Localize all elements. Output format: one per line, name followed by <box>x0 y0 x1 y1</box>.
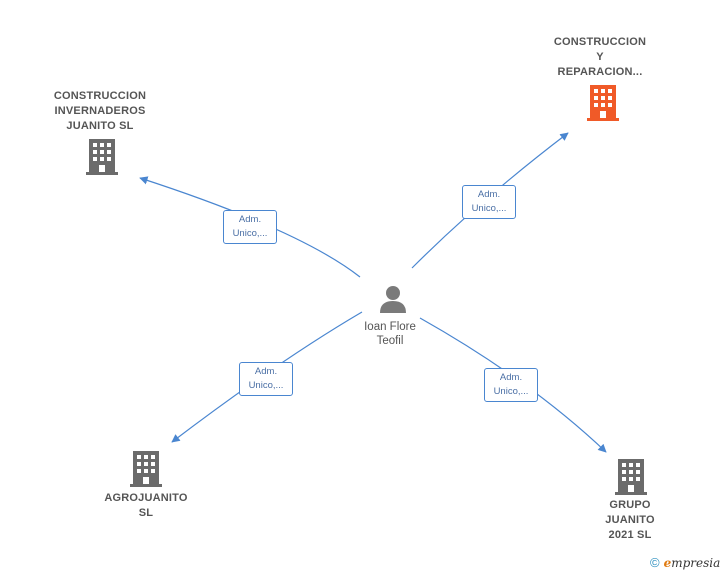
company-name-c1[interactable]: CONSTRUCCION INVERNADEROS JUANITO SL <box>53 90 147 132</box>
copyright-icon: © <box>650 555 660 570</box>
brand-logo[interactable]: empresia <box>663 555 721 570</box>
footer-brand: © empresia <box>650 555 720 570</box>
person-icon[interactable] <box>378 284 408 314</box>
edge-label-c3[interactable]: Adm. Unico,... <box>239 362 293 396</box>
edge-label-c4[interactable]: Adm. Unico,... <box>484 368 538 402</box>
company-name-c2[interactable]: CONSTRUCCION Y REPARACION... <box>553 36 647 78</box>
company-name-c4[interactable]: GRUPO JUANITO 2021 SL <box>605 499 655 541</box>
company-name-c3[interactable]: AGROJUANITO SL <box>104 492 188 519</box>
building-icon[interactable] <box>587 85 619 121</box>
edge-label-c1[interactable]: Adm. Unico,... <box>223 210 277 244</box>
edge-label-c2[interactable]: Adm. Unico,... <box>462 185 516 219</box>
building-icon[interactable] <box>86 139 118 175</box>
building-icon[interactable] <box>615 459 647 495</box>
person-name[interactable]: Ioan Flore Teofil <box>364 321 416 347</box>
building-icon[interactable] <box>130 451 162 487</box>
